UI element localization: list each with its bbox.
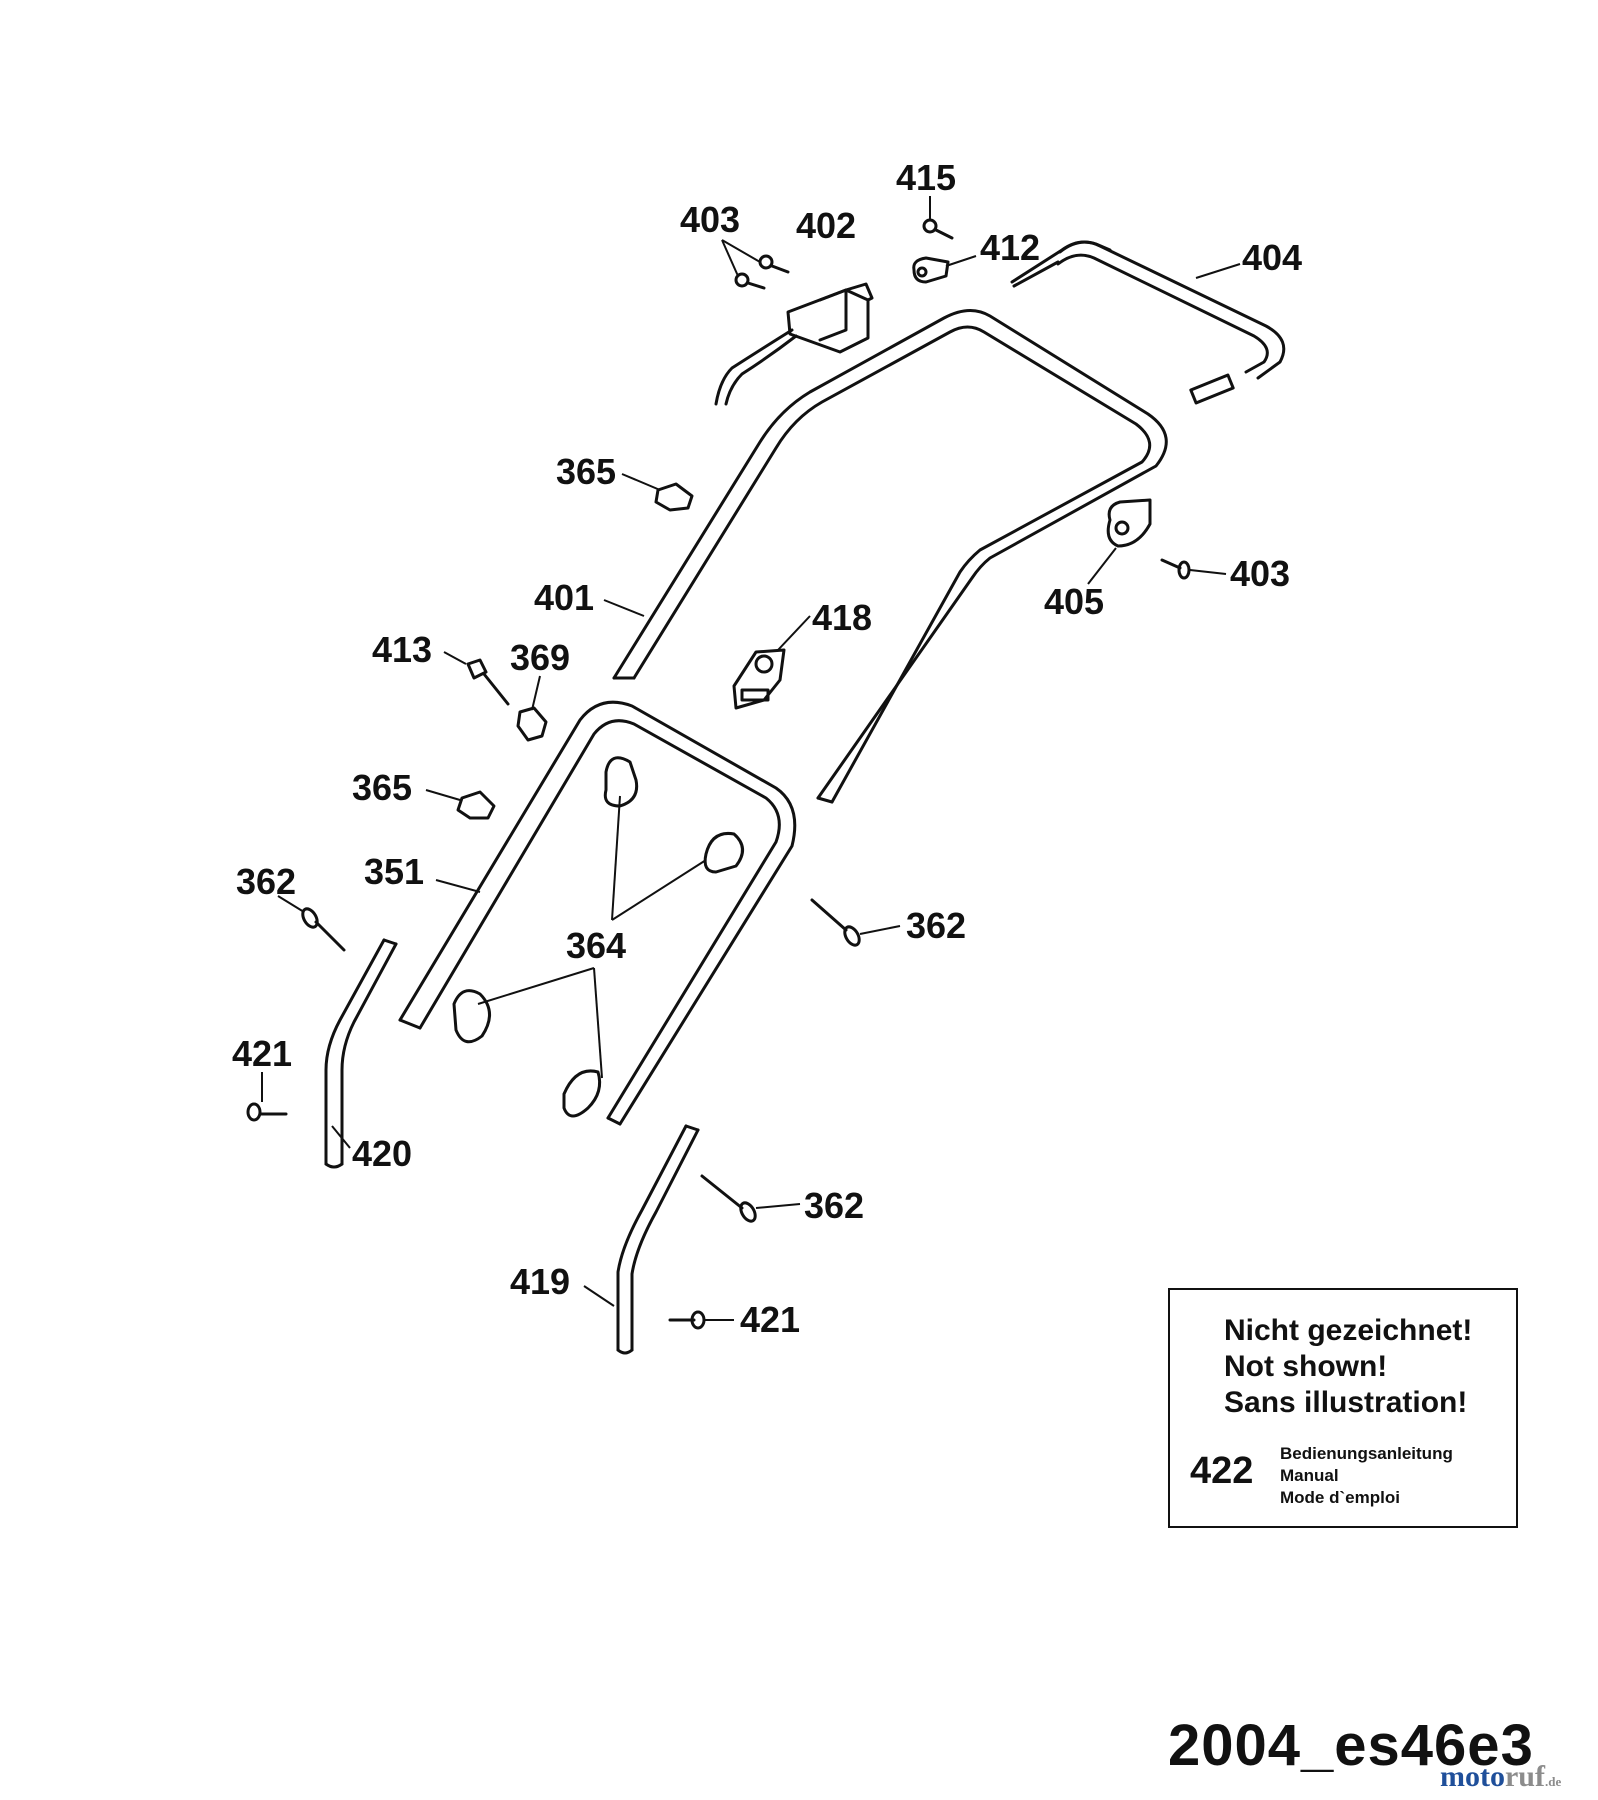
callout-412: 412 xyxy=(980,227,1040,268)
part-362-bolt-mid xyxy=(810,898,861,947)
note-line-en: Not shown! xyxy=(1224,1350,1388,1383)
note-description-de: Bedienungsanleitung xyxy=(1280,1444,1453,1463)
drawing-code: 2004_es46e3 xyxy=(1168,1713,1534,1778)
callout-401: 401 xyxy=(534,577,594,618)
leader-369 xyxy=(531,675,541,711)
part-421-screw-right xyxy=(668,1310,706,1330)
callout-420: 420 xyxy=(352,1133,412,1174)
part-420-tube-left xyxy=(324,938,398,1169)
part-401-upper-handle xyxy=(612,309,1168,804)
leader-365-a xyxy=(621,473,661,491)
callout-362: 362 xyxy=(236,861,296,902)
note-line-fr: Sans illustration! xyxy=(1224,1386,1468,1419)
callout-369: 369 xyxy=(510,637,570,678)
leader-405 xyxy=(1087,547,1117,585)
callout-415: 415 xyxy=(896,157,956,198)
part-365-clip-lower xyxy=(456,790,496,820)
leader-403-a2 xyxy=(721,239,739,277)
callout-362: 362 xyxy=(804,1185,864,1226)
part-404-rod xyxy=(1012,260,1060,288)
part-403-screw-top-b xyxy=(734,272,766,290)
part-402-switch-box xyxy=(714,282,874,406)
part-412-clip xyxy=(912,256,950,284)
callout-421: 421 xyxy=(740,1299,800,1340)
part-413-knob-screw xyxy=(466,658,510,706)
leader-364-d xyxy=(593,967,603,1079)
callout-413: 413 xyxy=(372,629,432,670)
not-shown-note-box: Nicht gezeichnet! Not shown! Sans illust… xyxy=(1168,1288,1518,1528)
callout-403: 403 xyxy=(680,199,740,240)
part-404-end xyxy=(1189,373,1235,405)
callout-365: 365 xyxy=(352,767,412,808)
part-351-lower-handle xyxy=(398,700,797,1126)
leader-362-c xyxy=(755,1203,801,1209)
leader-351 xyxy=(435,879,481,893)
watermark-part1: moto xyxy=(1440,1760,1505,1793)
part-362-bolt-lower xyxy=(700,1174,757,1223)
callout-404: 404 xyxy=(1242,237,1302,278)
part-365-clip-upper xyxy=(654,482,694,512)
callout-419: 419 xyxy=(510,1261,570,1302)
part-364-wing-nut-2 xyxy=(703,831,744,874)
leader-362-b xyxy=(859,925,901,935)
leader-364-c xyxy=(477,967,595,1005)
part-405-bracket xyxy=(1106,498,1152,548)
watermark-logo: motoruf.de xyxy=(1440,1760,1561,1794)
leader-419 xyxy=(583,1285,615,1307)
note-line-de: Nicht gezeichnet! xyxy=(1224,1314,1473,1347)
leader-413 xyxy=(443,651,467,665)
leader-403-b xyxy=(1189,569,1227,575)
leader-404 xyxy=(1195,263,1241,279)
leader-362-a xyxy=(277,895,305,913)
part-421-screw-left xyxy=(246,1102,288,1122)
callout-418: 418 xyxy=(812,597,872,638)
part-364-wing-nut-3 xyxy=(452,989,491,1044)
watermark-part2: ruf xyxy=(1504,1760,1545,1793)
part-415-screw xyxy=(922,218,954,240)
part-364-wing-nut-1 xyxy=(603,756,639,808)
note-part-number: 422 xyxy=(1190,1450,1254,1492)
callout-403: 403 xyxy=(1230,553,1290,594)
part-404-bar-body xyxy=(1056,240,1286,380)
callout-364: 364 xyxy=(566,925,626,966)
leader-401 xyxy=(603,599,645,617)
leader-412 xyxy=(945,255,977,267)
leader-420 xyxy=(331,1125,351,1149)
leader-418 xyxy=(777,615,811,651)
part-403-screw-top-a xyxy=(758,254,790,274)
callout-405: 405 xyxy=(1044,581,1104,622)
part-362-bolt-left xyxy=(301,907,346,952)
leader-403-a1 xyxy=(721,239,761,263)
part-418-cable-holder xyxy=(732,648,786,710)
part-364-wing-nut-4 xyxy=(562,1069,602,1118)
callout-365: 365 xyxy=(556,451,616,492)
leader-364-b xyxy=(611,859,707,921)
callout-402: 402 xyxy=(796,205,856,246)
part-369-clamp xyxy=(516,706,548,742)
callout-421: 421 xyxy=(232,1033,292,1074)
note-description-fr: Mode d`emploi xyxy=(1280,1488,1400,1507)
callout-362: 362 xyxy=(906,905,966,946)
leader-365-b xyxy=(425,789,461,801)
note-description-en: Manual xyxy=(1280,1466,1339,1485)
leader-364-a xyxy=(611,795,621,921)
callout-351: 351 xyxy=(364,851,424,892)
watermark-suffix: .de xyxy=(1544,1774,1562,1789)
part-403-screw-right xyxy=(1160,558,1191,580)
part-419-tube-right xyxy=(616,1124,700,1355)
